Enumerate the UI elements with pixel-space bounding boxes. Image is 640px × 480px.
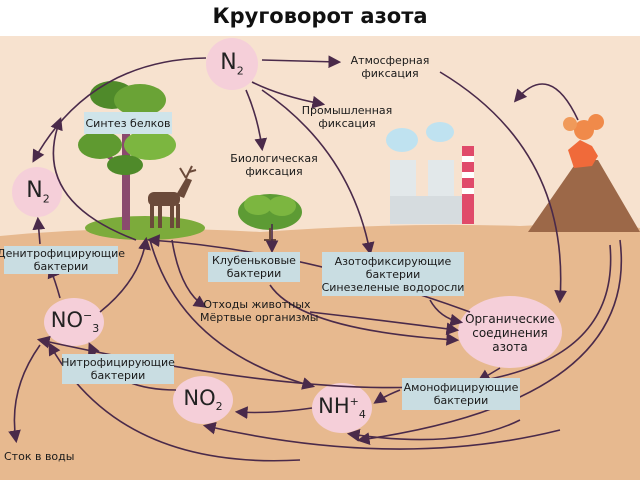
waste-label: Отходы животных Мёртвые организмы xyxy=(200,298,319,324)
arrow-runoff xyxy=(8,344,41,444)
page-title: Круговорот азота xyxy=(212,4,428,28)
atmospheric-line-1: Атмосферная xyxy=(350,54,430,67)
arrow-denitrifying-to-n2-left xyxy=(32,216,46,245)
arrow-bottom-to-no2 xyxy=(202,421,561,450)
nitrifying-line-1: Нитрофицирующие xyxy=(61,356,175,369)
ammonifying-line-2: бактерии xyxy=(433,394,489,407)
arrow-n2-to-biological xyxy=(245,89,268,152)
industrial-line-2: фиксация xyxy=(318,117,376,130)
waste-line-1: Отходы животных xyxy=(203,298,311,311)
protein-synthesis-box: Синтез белков xyxy=(84,112,172,134)
soil-background xyxy=(0,224,640,480)
arrow-n2-to-atmospheric xyxy=(261,55,342,69)
arrow-ammonifying-to-nh4 xyxy=(373,389,401,404)
runoff-text: Сток в воды xyxy=(4,450,75,463)
arrow-azotobacter-to-organic xyxy=(429,299,464,327)
organic-line-1: Органические xyxy=(465,312,555,326)
volcano-illustration xyxy=(528,114,640,232)
arrow-organic-to-tree xyxy=(146,234,471,313)
n2-left-sub: 2 xyxy=(42,192,50,206)
no2-sub: 2 xyxy=(215,400,223,414)
organic-bubble xyxy=(458,296,562,368)
factory-illustration xyxy=(386,122,474,224)
nh4-main: NH xyxy=(318,394,350,418)
biological-line-1: Биологическая xyxy=(230,152,318,165)
azotobacter-line-3: Синезеленые водоросли xyxy=(321,280,465,294)
arrow-tree-to-nh4 xyxy=(149,239,316,390)
no2-main: NO xyxy=(183,386,216,410)
arrow-n2-to-azotobacter xyxy=(261,89,375,256)
nh4-label: NH+4 xyxy=(312,394,372,421)
arrow-tree-to-waste xyxy=(171,239,207,308)
organic-line-2: соединения xyxy=(472,326,548,340)
arrow-n2-to-n2-left xyxy=(32,57,207,163)
ammonifying-line-1: Амонофицирующие xyxy=(403,381,519,394)
nh4-sub: 4 xyxy=(358,408,366,422)
arrow-bottom-to-nh4 xyxy=(346,419,521,442)
runoff-label: Сток в воды xyxy=(4,450,88,463)
nitrifying-line-2: бактерии xyxy=(90,369,146,382)
n2-top-label: N2 xyxy=(210,50,254,77)
nh4-bubble xyxy=(312,383,372,433)
arrow-nh4-to-no2 xyxy=(234,406,313,419)
shrub-illustration xyxy=(238,194,302,241)
nh4-sup: + xyxy=(349,395,359,408)
deer-illustration xyxy=(148,165,197,228)
n2-left-label: N2 xyxy=(16,178,60,205)
protein-synthesis-text: Синтез белков xyxy=(85,116,171,130)
no3-sub: 3 xyxy=(92,322,100,336)
no3-sup: − xyxy=(83,309,93,322)
azotobacter-line-2: бактерии xyxy=(365,267,421,281)
atmospheric-line-2: фиксация xyxy=(361,67,419,80)
grass-mound xyxy=(85,216,205,240)
industrial-fixation-label: Промышленная фиксация xyxy=(294,104,400,130)
n2-top-sub: 2 xyxy=(236,64,244,78)
arrow-nodule-to-organic xyxy=(269,284,460,346)
no2-bubble xyxy=(173,376,233,424)
biological-line-2: фиксация xyxy=(245,165,303,178)
n2-left-main: N xyxy=(26,178,43,203)
denitrifying-line-1: Денитрофицирующие xyxy=(0,247,126,260)
tree-illustration xyxy=(78,81,176,230)
arrow-n2-to-industrial xyxy=(251,81,326,109)
biological-fixation-label: Биологическая фиксация xyxy=(222,152,326,178)
nodule-line-2: бактерии xyxy=(226,267,282,280)
no3-bubble xyxy=(44,298,104,346)
n2-top-main: N xyxy=(220,50,237,75)
arrow-volcano-loop xyxy=(513,83,579,121)
industrial-line-1: Промышленная xyxy=(301,104,393,117)
arrow-volcano-to-nh4 xyxy=(356,239,623,445)
arrow-no3-to-tree xyxy=(99,236,151,313)
arrow-waste-to-organic xyxy=(309,311,460,336)
n2-left-bubble xyxy=(12,167,62,217)
nodule-line-1: Клубеньковые xyxy=(212,254,296,267)
nitrifying-bacteria-box: Нитрофицирующие бактерии xyxy=(61,354,175,384)
arrow-tree-to-n2-top xyxy=(50,117,137,241)
atmospheric-fixation-label: Атмосферная фиксация xyxy=(340,54,440,80)
azotobacter-box: Азотофиксирующие бактерии Синезеленые во… xyxy=(322,252,464,296)
no2-label: NO2 xyxy=(174,386,232,413)
no3-label: NO−3 xyxy=(46,308,104,335)
no3-main: NO xyxy=(50,308,84,332)
denitrifying-bacteria-box: Денитрофицирующие бактерии xyxy=(0,246,125,274)
ammonifying-bacteria-box: Амонофицирующие бактерии xyxy=(402,378,520,410)
organic-compounds-label: Органические соединения азота xyxy=(462,312,558,354)
n2-top-bubble xyxy=(206,38,258,90)
denitrifying-line-2: бактерии xyxy=(33,260,89,273)
nodule-bacteria-box: Клубеньковые бактерии xyxy=(208,252,300,282)
organic-line-3: азота xyxy=(492,340,528,354)
arrow-atmospheric-to-organic xyxy=(439,71,568,304)
azotobacter-line-1: Азотофиксирующие xyxy=(334,254,452,268)
waste-line-2: Мёртвые организмы xyxy=(200,311,319,324)
